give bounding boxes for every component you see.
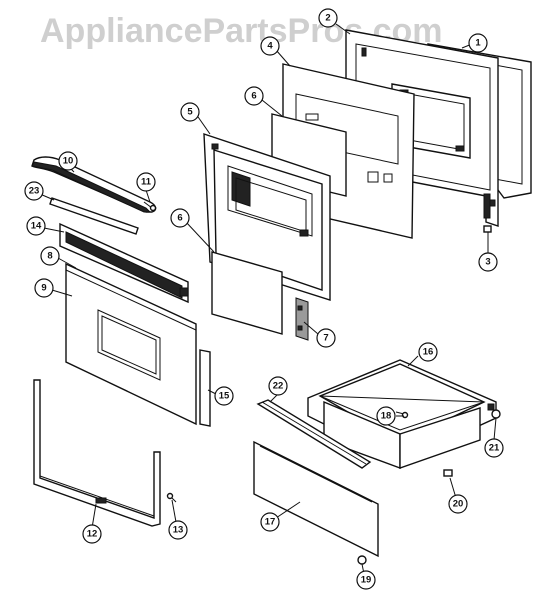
drawer-rail bbox=[256, 399, 372, 469]
svg-text:20: 20 bbox=[453, 499, 464, 510]
door-glass-lower bbox=[211, 251, 283, 335]
outer-door-panel bbox=[65, 262, 197, 426]
callout-11: 11 bbox=[136, 172, 156, 192]
callout-22: 22 bbox=[268, 376, 288, 396]
svg-text:12: 12 bbox=[87, 529, 98, 540]
callout-15: 15 bbox=[214, 386, 234, 406]
svg-text:16: 16 bbox=[423, 347, 434, 358]
svg-text:6: 6 bbox=[177, 213, 182, 224]
callout-16: 16 bbox=[418, 342, 438, 362]
storage-drawer bbox=[307, 359, 497, 470]
drawer-front-panel bbox=[253, 440, 379, 558]
frame-screw bbox=[166, 492, 177, 503]
door-clip bbox=[483, 225, 492, 233]
svg-text:9: 9 bbox=[41, 283, 46, 294]
svg-text:8: 8 bbox=[47, 251, 52, 262]
svg-text:23: 23 bbox=[29, 186, 40, 197]
svg-text:2: 2 bbox=[325, 13, 330, 24]
callout-4: 4 bbox=[260, 36, 280, 56]
callout-14: 14 bbox=[26, 216, 46, 236]
handle-trim bbox=[49, 197, 139, 235]
svg-text:18: 18 bbox=[381, 411, 392, 422]
door-handle bbox=[31, 156, 157, 213]
drawer-roller bbox=[443, 469, 453, 477]
callout-17: 17 bbox=[260, 512, 280, 532]
svg-text:3: 3 bbox=[485, 257, 490, 268]
door-hinge bbox=[295, 297, 309, 341]
svg-text:21: 21 bbox=[489, 443, 500, 454]
callout-12: 12 bbox=[82, 524, 102, 544]
svg-text:10: 10 bbox=[63, 156, 74, 167]
svg-text:13: 13 bbox=[173, 525, 184, 536]
drawer-foot bbox=[357, 555, 367, 565]
svg-text:5: 5 bbox=[187, 107, 193, 118]
callout-6-upper: 6 bbox=[244, 86, 264, 106]
callout-18: 18 bbox=[376, 406, 396, 426]
svg-text:1: 1 bbox=[475, 38, 481, 49]
callout-9: 9 bbox=[34, 278, 54, 298]
door-frame-bottom bbox=[33, 379, 161, 527]
drawer-stop bbox=[395, 411, 409, 419]
callout-23: 23 bbox=[24, 181, 44, 201]
vent-trim bbox=[59, 222, 189, 304]
svg-text:7: 7 bbox=[323, 333, 328, 344]
drawer-glide bbox=[491, 409, 501, 419]
callout-3: 3 bbox=[478, 252, 498, 272]
door-gasket bbox=[199, 349, 211, 427]
callout-13: 13 bbox=[168, 520, 188, 540]
callout-7: 7 bbox=[316, 328, 336, 348]
svg-text:4: 4 bbox=[267, 41, 273, 52]
callout-20: 20 bbox=[448, 494, 468, 514]
svg-text:19: 19 bbox=[361, 575, 372, 586]
callout-2: 2 bbox=[318, 8, 338, 28]
handle-screw bbox=[143, 201, 157, 212]
callout-1: 1 bbox=[468, 33, 488, 53]
callout-10: 10 bbox=[58, 151, 78, 171]
callout-8: 8 bbox=[40, 246, 60, 266]
svg-text:14: 14 bbox=[31, 221, 42, 232]
svg-text:11: 11 bbox=[141, 177, 152, 188]
svg-text:17: 17 bbox=[265, 517, 276, 528]
callout-5: 5 bbox=[180, 102, 200, 122]
callout-21: 21 bbox=[484, 438, 504, 458]
callout-6-lower: 6 bbox=[170, 208, 190, 228]
svg-text:6: 6 bbox=[251, 91, 256, 102]
svg-text:22: 22 bbox=[273, 381, 284, 392]
svg-text:15: 15 bbox=[219, 391, 230, 402]
callout-19: 19 bbox=[356, 570, 376, 590]
